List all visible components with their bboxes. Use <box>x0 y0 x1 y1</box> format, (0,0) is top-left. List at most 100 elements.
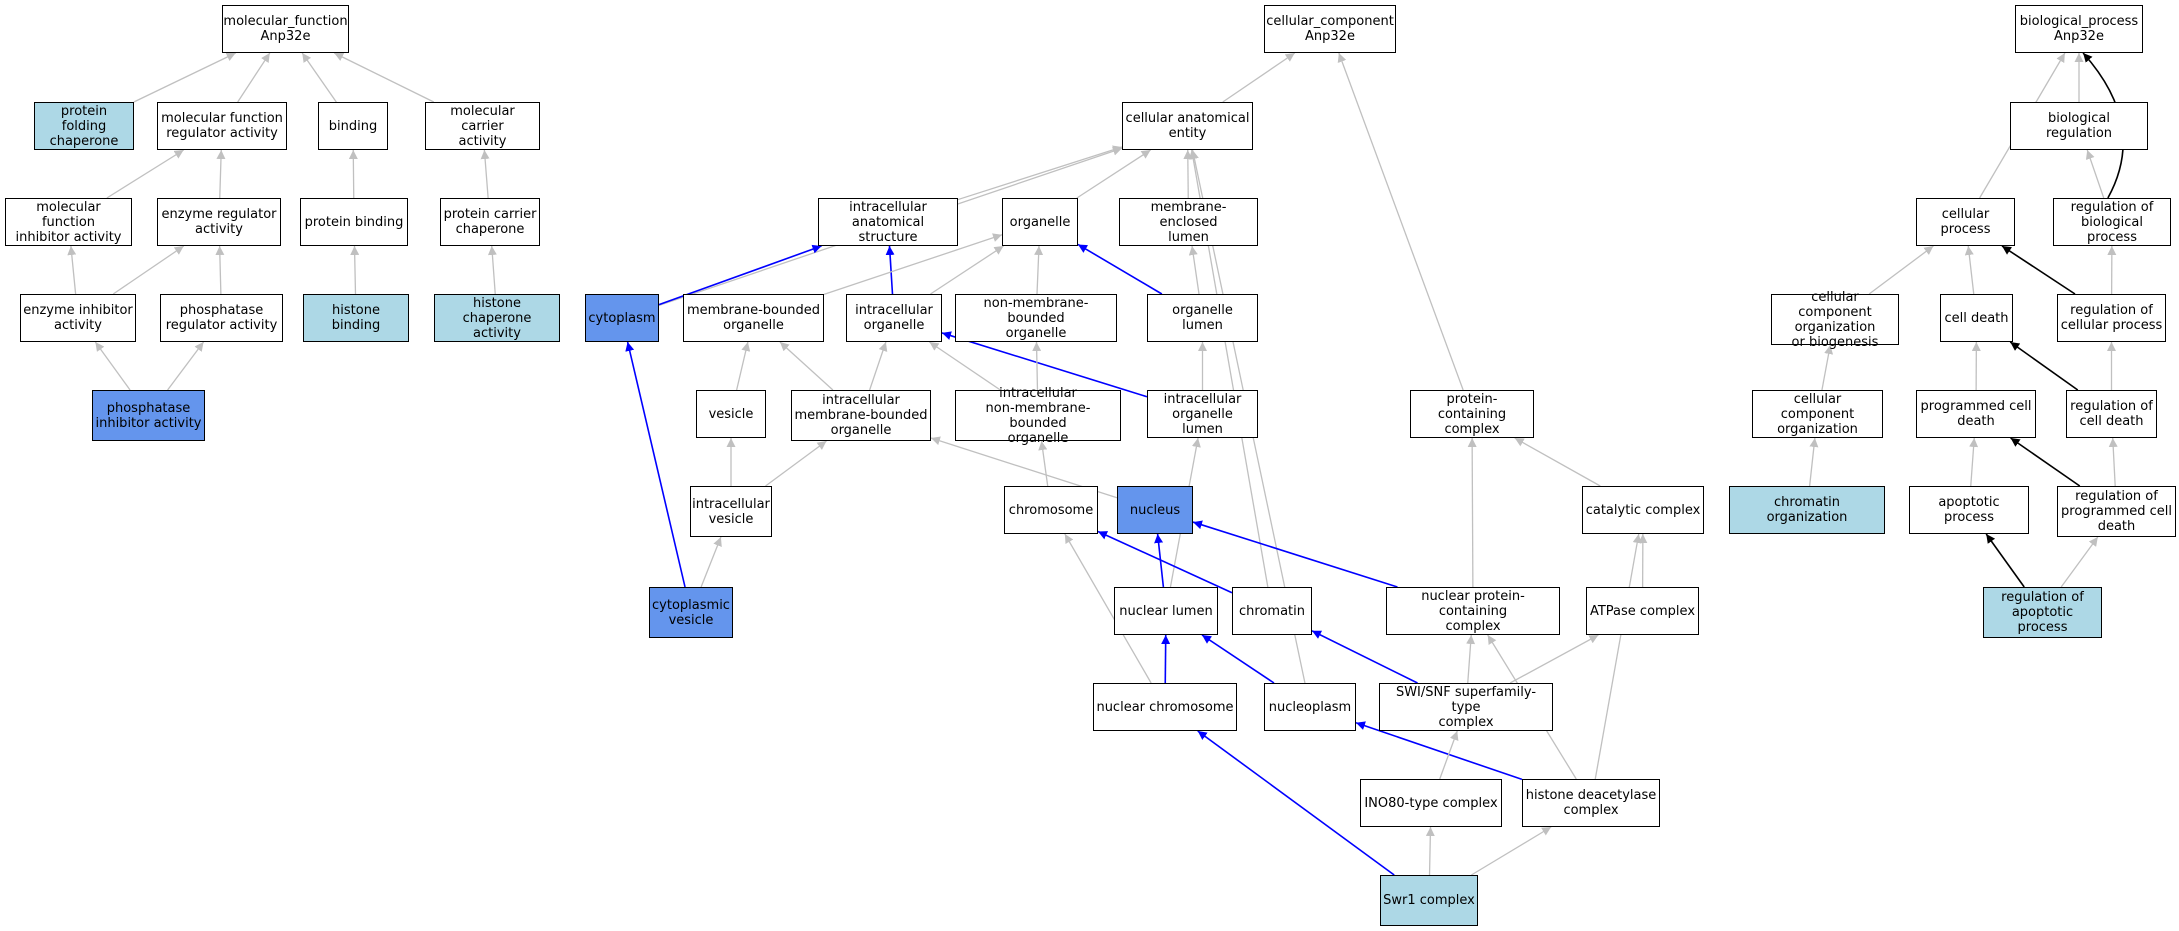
go-term-era[interactable]: enzyme regulator activity <box>157 198 281 246</box>
go-term-label: regulation of cellular process <box>2060 303 2163 333</box>
go-term-rap[interactable]: regulation of apoptotic process <box>1983 587 2102 638</box>
go-term-pia[interactable]: phosphatase inhibitor activity <box>92 390 205 441</box>
go-term-cae[interactable]: cellular anatomical entity <box>1122 102 1253 150</box>
go-term-mbo[interactable]: membrane-bounded organelle <box>683 294 824 342</box>
go-term-br[interactable]: biological regulation <box>2010 102 2148 150</box>
go-term-label: organelle <box>1009 214 1071 230</box>
go-term-chromatin[interactable]: chromatin <box>1232 587 1312 635</box>
edge-rap-to-ap <box>1985 533 2025 588</box>
go-term-label: membrane-bounded organelle <box>686 303 820 333</box>
go-term-label: molecular function regulator activity <box>161 111 283 141</box>
go-term-ino80[interactable]: INO80-type complex <box>1360 779 1502 827</box>
go-term-label: molecular_function Anp32e <box>223 14 348 44</box>
go-term-label: chromosome <box>1008 502 1094 518</box>
edge-swisnf-to-chromatin <box>1311 630 1418 684</box>
go-term-mel[interactable]: membrane-enclosed lumen <box>1119 198 1258 246</box>
edge-mel-to-cae <box>1183 149 1193 199</box>
go-term-mf[interactable]: molecular_function Anp32e <box>222 5 349 53</box>
go-term-label: ATPase complex <box>1589 603 1696 619</box>
edge-swr1-to-nchr <box>1197 730 1395 876</box>
go-term-rpcd[interactable]: regulation of programmed cell death <box>2057 486 2176 537</box>
go-term-nmbo[interactable]: non-membrane-bounded organelle <box>955 294 1117 342</box>
go-term-label: nucleoplasm <box>1268 699 1352 715</box>
edge-npcc-to-pcx <box>1467 437 1477 588</box>
go-term-cp[interactable]: cellular process <box>1916 198 2015 246</box>
go-term-npcc[interactable]: nuclear protein-containing complex <box>1386 587 1560 635</box>
go-term-mca[interactable]: molecular carrier activity <box>425 102 540 150</box>
go-term-binding[interactable]: binding <box>318 102 388 150</box>
go-term-np[interactable]: nucleoplasm <box>1264 683 1356 731</box>
go-term-cco[interactable]: cellular component organization <box>1752 390 1883 438</box>
go-term-cd[interactable]: cell death <box>1940 294 2013 342</box>
go-term-label: enzyme regulator activity <box>161 207 277 237</box>
edge-eia-to-mfia <box>67 245 77 295</box>
go-term-chromosome[interactable]: chromosome <box>1004 486 1098 534</box>
go-term-label: intracellular organelle <box>855 303 933 333</box>
go-term-imbo[interactable]: intracellular membrane-bounded organelle <box>791 390 931 441</box>
go-term-pra[interactable]: phosphatase regulator activity <box>160 294 283 342</box>
edge-inmbo-to-nmbo <box>1032 341 1042 391</box>
edge-pfc-to-mf <box>133 52 236 103</box>
edge-mbo-to-organelle <box>823 233 1003 295</box>
go-term-cc[interactable]: cellular_component Anp32e <box>1264 5 1396 53</box>
go-term-label: vesicle <box>708 406 754 422</box>
edge-imbo-to-io <box>869 341 888 391</box>
edge-swr1-to-hdac <box>1471 826 1552 876</box>
go-term-nucleus[interactable]: nucleus <box>1117 486 1193 534</box>
go-term-pcx[interactable]: protein-containing complex <box>1410 390 1534 438</box>
go-term-label: histone chaperone activity <box>462 295 532 341</box>
edge-catc-to-pcx <box>1514 437 1601 487</box>
go-term-hdac[interactable]: histone deacetylase complex <box>1522 779 1660 827</box>
go-term-catc[interactable]: catalytic complex <box>1582 486 1704 534</box>
go-term-swisnf[interactable]: SWI/SNF superfamily-type complex <box>1379 683 1553 731</box>
edge-ol-to-organelle <box>1077 243 1163 295</box>
go-term-mfra[interactable]: molecular function regulator activity <box>157 102 287 150</box>
go-term-ol[interactable]: organelle lumen <box>1147 294 1258 342</box>
go-term-ap[interactable]: apoptotic process <box>1909 486 2029 534</box>
go-term-io[interactable]: intracellular organelle <box>846 294 942 342</box>
go-term-label: phosphatase regulator activity <box>165 303 278 333</box>
go-term-nchr[interactable]: nuclear chromosome <box>1093 683 1237 731</box>
go-term-iv[interactable]: intracellular vesicle <box>690 486 772 537</box>
go-term-ccob[interactable]: cellular component organization or bioge… <box>1771 290 1899 350</box>
go-term-rcd[interactable]: regulation of cell death <box>2066 390 2157 438</box>
go-term-label: regulation of apoptotic process <box>2001 590 2084 635</box>
edge-rcp-to-cp <box>2001 245 2076 295</box>
go-term-label: cellular_component Anp32e <box>1266 14 1394 44</box>
go-term-label: protein-containing complex <box>1437 391 1507 437</box>
go-term-inmbo[interactable]: intracellular non-membrane-bounded organ… <box>955 386 1121 446</box>
go-term-hb[interactable]: histone binding <box>303 294 409 342</box>
edge-ino80-to-swisnf <box>1439 730 1459 780</box>
go-term-pcc[interactable]: protein carrier chaperone <box>440 198 540 246</box>
go-term-label: biological_process Anp32e <box>2019 14 2139 44</box>
edge-pb-to-binding <box>348 149 358 199</box>
go-term-pcd[interactable]: programmed cell death <box>1916 390 2036 438</box>
go-term-vesicle[interactable]: vesicle <box>696 390 766 438</box>
go-term-label: cellular anatomical entity <box>1125 111 1250 141</box>
go-term-cv[interactable]: cytoplasmic vesicle <box>649 587 733 638</box>
go-term-pfc[interactable]: protein folding chaperone <box>34 102 134 150</box>
go-term-bp[interactable]: biological_process Anp32e <box>2015 5 2143 53</box>
go-term-cytoplasm[interactable]: cytoplasm <box>585 294 659 342</box>
go-term-rbp[interactable]: regulation of biological process <box>2053 198 2171 246</box>
go-term-eia[interactable]: enzyme inhibitor activity <box>20 294 136 342</box>
go-term-hca[interactable]: histone chaperone activity <box>434 294 560 342</box>
go-term-label: nuclear lumen <box>1119 603 1213 619</box>
go-term-co[interactable]: chromatin organization <box>1729 486 1885 534</box>
go-term-nl[interactable]: nuclear lumen <box>1114 587 1218 635</box>
go-term-iol[interactable]: intracellular organelle lumen <box>1147 390 1258 438</box>
go-term-label: intracellular membrane-bounded organelle <box>794 393 928 438</box>
go-term-ias[interactable]: intracellular anatomical structure <box>818 198 958 246</box>
edge-iv-to-imbo <box>765 440 827 487</box>
edge-chromatin-to-chromosome <box>1097 530 1233 594</box>
go-term-pb[interactable]: protein binding <box>300 198 408 246</box>
go-term-swr1[interactable]: Swr1 complex <box>1380 875 1478 926</box>
go-term-label: chromatin organization <box>1766 495 1848 525</box>
go-term-rcp[interactable]: regulation of cellular process <box>2057 294 2166 342</box>
go-term-label: regulation of cell death <box>2070 399 2153 429</box>
edge-mfia-to-mfra <box>106 149 184 199</box>
go-term-label: protein binding <box>304 214 404 230</box>
go-term-mfia[interactable]: molecular function inhibitor activity <box>5 198 132 246</box>
go-term-organelle[interactable]: organelle <box>1002 198 1078 246</box>
go-term-atpc[interactable]: ATPase complex <box>1586 587 1699 635</box>
